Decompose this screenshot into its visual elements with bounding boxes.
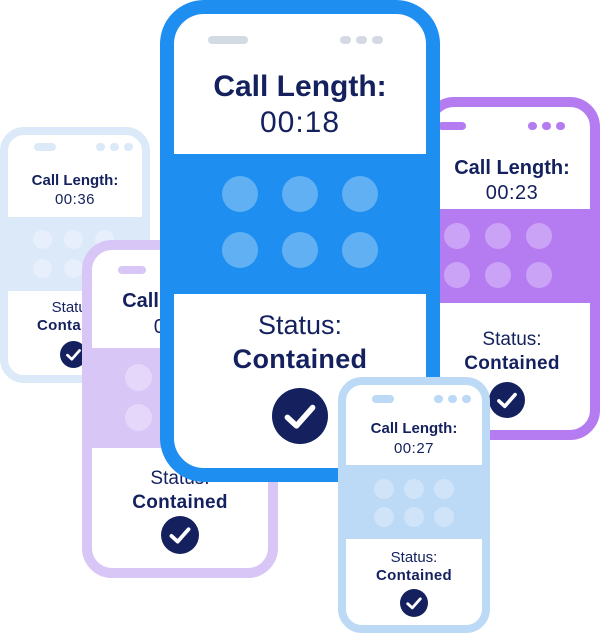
- status-label: Status:: [482, 329, 542, 350]
- keypad-band: [346, 465, 482, 539]
- checkmark-icon: [161, 516, 199, 554]
- keypad-band: [174, 154, 426, 294]
- speaker-bar: [208, 36, 248, 44]
- checkmark-icon: [489, 382, 525, 418]
- phone-card-sky: Call Length: 00:27 Status: Contained: [338, 377, 490, 633]
- call-length-label: Call Length:: [370, 420, 458, 437]
- keypad-dot: [444, 262, 470, 288]
- keypad-dot: [526, 262, 552, 288]
- call-duration: 00:18: [259, 106, 341, 139]
- keypad-dot: [125, 404, 152, 431]
- keypad-dot: [342, 232, 378, 268]
- checkmark-icon: [400, 589, 428, 617]
- keypad-dot: [222, 232, 258, 268]
- call-duration: 00:36: [54, 191, 96, 208]
- status-label: Status:: [390, 549, 438, 566]
- keypad-dot: [485, 223, 511, 249]
- keypad-dot: [434, 479, 454, 499]
- status-value: Contained: [464, 353, 560, 374]
- speaker-bar: [372, 395, 394, 403]
- keypad-dot: [404, 479, 424, 499]
- status-value: Contained: [132, 492, 228, 513]
- keypad-dot: [222, 176, 258, 212]
- speaker-bar: [34, 143, 56, 151]
- camera-dots: [434, 395, 471, 403]
- keypad-dot: [404, 507, 424, 527]
- keypad-dot: [444, 223, 470, 249]
- phone-card-blue: Call Length: 00:18 Status: Contained: [160, 0, 440, 482]
- keypad-dot: [282, 232, 318, 268]
- keypad-dot: [342, 176, 378, 212]
- camera-dots: [528, 122, 565, 130]
- keypad-dot: [64, 230, 83, 249]
- checkmark-icon: [272, 388, 328, 444]
- call-length-label: Call Length:: [454, 157, 570, 179]
- call-duration: 00:23: [485, 182, 539, 204]
- keypad-dot: [64, 259, 83, 278]
- keypad-dot: [485, 262, 511, 288]
- call-duration: 00:27: [393, 440, 435, 457]
- keypad-band: [434, 209, 590, 303]
- keypad-dot: [33, 259, 52, 278]
- camera-dots: [340, 36, 383, 44]
- keypad-dot: [125, 364, 152, 391]
- keypad-dot: [434, 507, 454, 527]
- keypad-dot: [526, 223, 552, 249]
- speaker-bar: [118, 266, 146, 274]
- camera-dots: [96, 143, 133, 151]
- status-value: Contained: [232, 344, 368, 374]
- keypad-dot: [374, 479, 394, 499]
- keypad-dot: [33, 230, 52, 249]
- keypad-dot: [374, 507, 394, 527]
- status-value: Contained: [375, 567, 453, 584]
- keypad-dot: [282, 176, 318, 212]
- status-label: Status:: [257, 310, 343, 340]
- speaker-bar: [438, 122, 466, 130]
- call-length-label: Call Length:: [213, 70, 387, 103]
- call-length-label: Call Length:: [31, 172, 119, 189]
